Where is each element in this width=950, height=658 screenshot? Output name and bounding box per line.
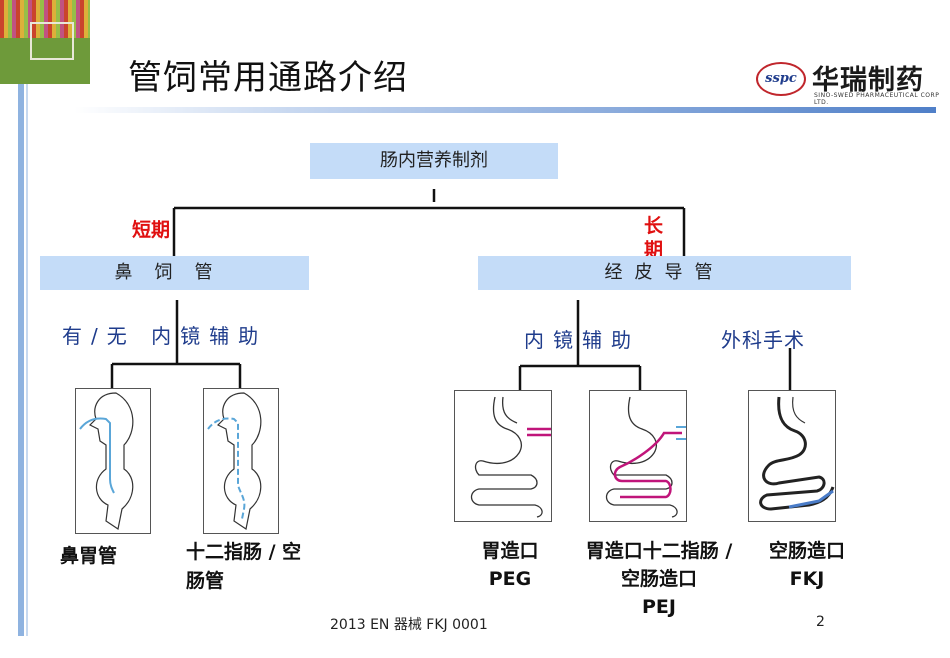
footer-text: 2013 EN 器械 FKJ 0001 <box>330 617 488 633</box>
pej-caption-line2: PEJ <box>642 596 676 618</box>
nasogastric-illustration <box>75 388 151 534</box>
title-underline <box>74 107 936 113</box>
fkj-caption-line2: FKJ <box>789 568 825 590</box>
brand-subtitle: SINO-SWED PHARMACEUTICAL CORP LTD. <box>814 92 940 106</box>
fkj-caption-line1: 空肠造口 <box>768 540 845 562</box>
fkj-illustration <box>748 390 836 522</box>
surgical-label: 外科手术 <box>721 328 805 352</box>
long-term-label: 长期 <box>644 215 664 256</box>
brand-name: 华瑞制药 <box>812 65 924 96</box>
fkj-caption: 空肠造口 FKJ <box>752 537 862 593</box>
peg-caption: 胃造口 PEG <box>465 537 555 593</box>
brand-logo-badge: sspc <box>756 62 806 96</box>
nasogastric-caption: 鼻胃管 <box>60 545 118 567</box>
nasojejunal-caption: 十二指肠 / 空肠管 <box>186 541 302 592</box>
corner-logo <box>0 0 90 84</box>
peg-caption-line1: 胃造口 <box>481 540 539 562</box>
pej-illustration <box>589 390 698 522</box>
short-term-label: 短期 <box>132 219 171 241</box>
left-accent-bar <box>18 84 24 636</box>
peg-illustration <box>454 390 552 522</box>
pej-caption-line1: 胃造口十二指肠 / 空肠造口 <box>585 540 733 590</box>
peg-caption-line2: PEG <box>488 568 532 590</box>
percutaneous-tube-box: 经皮导管 <box>478 256 851 290</box>
left-accent-bar-thin <box>26 84 28 636</box>
page-title: 管饲常用通路介绍 <box>128 58 408 98</box>
pej-caption: 胃造口十二指肠 / 空肠造口 PEJ <box>578 537 740 621</box>
with-without-endoscopy-label: 有/无 内镜辅助 <box>62 324 268 348</box>
endoscopy-assisted-label: 内镜辅助 <box>524 328 640 352</box>
page-number: 2 <box>816 614 825 630</box>
enteral-nutrition-box: 肠内营养制剂 <box>310 143 558 179</box>
nasal-tube-box: 鼻饲管 <box>40 256 309 290</box>
nasojejunal-illustration <box>203 388 279 534</box>
